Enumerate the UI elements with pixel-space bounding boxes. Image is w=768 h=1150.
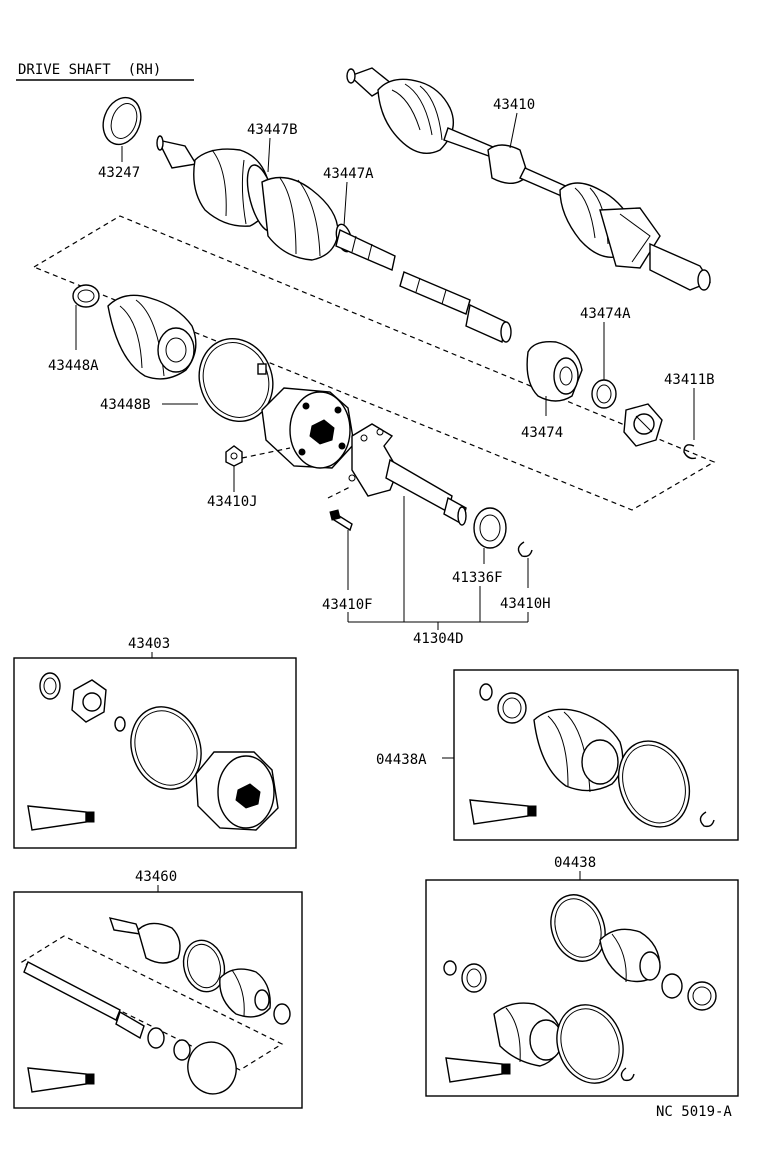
kit-43403-parts — [27, 672, 279, 831]
boot-clamp-43448B — [198, 337, 274, 423]
part-label-43410: 43410 — [493, 97, 535, 113]
clamp-43474A — [591, 379, 617, 409]
kit-box-43403 — [13, 657, 297, 849]
sub-assembly-outline — [32, 215, 716, 511]
kit-box-04438 — [425, 879, 739, 1097]
kit-label-43460: 43460 — [135, 869, 177, 885]
drive-shaft-assembly-43410 — [346, 67, 712, 291]
part-label-43410J: 43410J — [207, 494, 258, 510]
drive-shaft-outer-joint — [156, 135, 512, 343]
snap-ring-43410H — [517, 541, 533, 558]
flange-shaft-41304D — [348, 423, 467, 526]
kit-label-43403: 43403 — [128, 636, 170, 652]
kit-04438-parts — [443, 894, 717, 1084]
part-label-41304D: 41304D — [413, 631, 464, 647]
diagram-title: DRIVE SHAFT (RH) — [18, 62, 161, 78]
snap-ring-43411B — [683, 444, 697, 460]
part-label-43411B: 43411B — [664, 372, 715, 388]
seal-41336F — [473, 507, 507, 549]
kit-label-04438A: 04438A — [376, 752, 427, 768]
dynamic-damper-43474 — [526, 341, 583, 402]
part-label-43447B: 43447B — [247, 122, 298, 138]
kit-box-04438A — [453, 669, 739, 841]
inner-boot — [107, 294, 197, 380]
part-label-43447A: 43447A — [323, 166, 374, 182]
seal-ring-43247 — [102, 96, 142, 146]
tripod-joint — [623, 403, 663, 447]
part-label-43474A: 43474A — [580, 306, 631, 322]
part-label-43474: 43474 — [521, 425, 563, 441]
boot-clamp-43448A — [72, 284, 100, 308]
part-label-43410F: 43410F — [322, 597, 373, 613]
nut-43410J — [225, 445, 243, 467]
kit-43460-parts — [23, 917, 291, 1095]
kit-04438A-parts — [469, 683, 715, 828]
bolt-43410F — [329, 509, 353, 532]
part-label-43247: 43247 — [98, 165, 140, 181]
part-label-41336F: 41336F — [452, 570, 503, 586]
kit-label-04438: 04438 — [554, 855, 596, 871]
part-label-43448B: 43448B — [100, 397, 151, 413]
inner-joint-housing — [261, 387, 355, 469]
part-label-43448A: 43448A — [48, 358, 99, 374]
diagram-code: NC 5019-A — [656, 1104, 732, 1120]
part-label-43410H: 43410H — [500, 596, 551, 612]
kit-box-43460 — [13, 891, 303, 1109]
